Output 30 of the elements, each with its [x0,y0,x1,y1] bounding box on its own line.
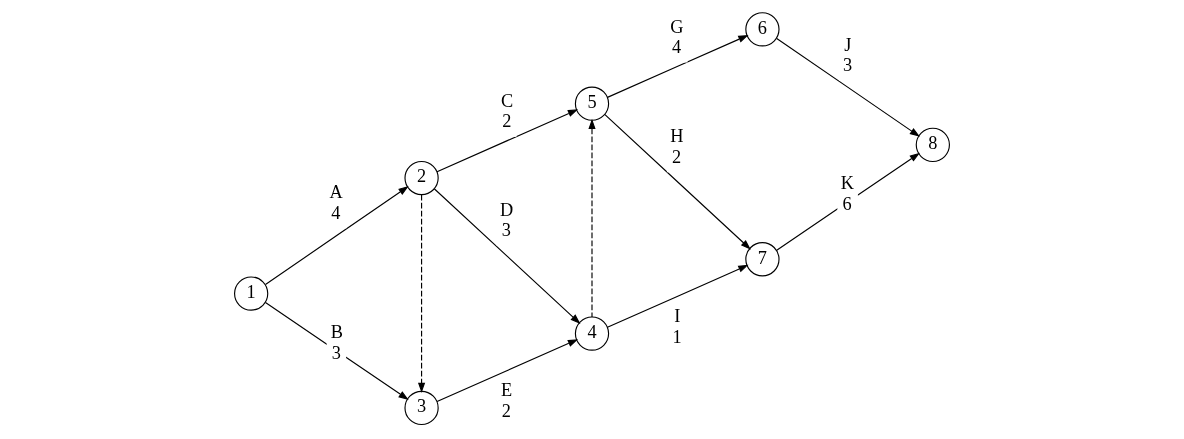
arrow [417,194,426,394]
edge-label: E 2 [501,380,513,421]
node-circle: 2 [404,160,439,196]
arrow [606,34,749,98]
node-circle: 5 [574,86,610,121]
edge-label: D 3 [499,199,514,241]
node-circle: 4 [574,316,610,351]
node-circle: 7 [745,242,780,277]
edge-label: J 3 [843,34,853,76]
arrow [776,152,920,251]
arrow [604,113,751,250]
edge-label: C 2 [501,90,514,132]
edge-label: H 2 [670,126,684,167]
node-circle: 8 [915,127,950,162]
edge-label: I 1 [672,305,682,347]
edge-label: A 4 [329,182,343,223]
arrow [436,109,579,173]
arrow [776,37,920,137]
arrow [436,339,579,403]
arrow [588,118,596,318]
arrow [264,186,409,286]
arrow [433,188,581,324]
arrow [606,264,749,328]
node-circle: 1 [234,276,269,311]
node-circle: 3 [404,390,439,426]
edge-label: B 3 [330,321,343,363]
edge-label: K 6 [840,173,854,214]
node-circle: 6 [745,12,780,47]
edge-label: G 4 [670,16,684,58]
arrow [264,301,409,400]
